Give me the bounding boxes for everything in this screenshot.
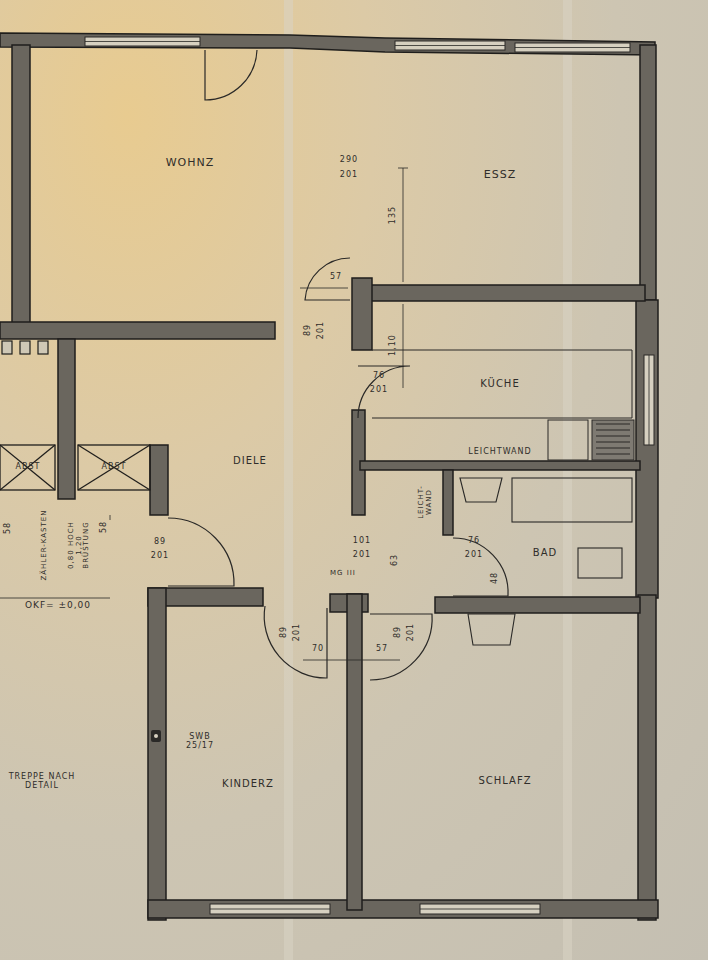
- dimension: 290: [340, 156, 358, 165]
- dimension: 57: [330, 273, 342, 282]
- room-name: BAD: [533, 547, 557, 558]
- dimension: 89: [394, 626, 403, 638]
- dimension: 101: [353, 537, 371, 546]
- dimension: 201: [407, 623, 416, 641]
- note: ZÄHLER-KASTEN: [41, 510, 49, 581]
- dimension: 58: [4, 522, 13, 534]
- dimension: 201: [293, 623, 302, 641]
- dimension: 48: [491, 572, 500, 584]
- room-name: ESSZ: [484, 169, 516, 181]
- wall-note: LEICHTWAND: [468, 448, 531, 457]
- room-name: WOHNZ: [166, 157, 215, 169]
- shaft-label: ABST: [102, 463, 127, 472]
- dimension: 58: [100, 521, 109, 533]
- dimension: 89: [154, 538, 166, 547]
- dimension: 1,10: [389, 334, 398, 356]
- dimension: 201: [370, 386, 388, 395]
- level-note: OKF= ±0,00: [25, 601, 91, 611]
- dimension: 201: [317, 321, 326, 339]
- dimension: 63: [391, 554, 400, 566]
- dimension: 201: [151, 552, 169, 561]
- note: TREPPE NACH DETAIL: [5, 773, 79, 791]
- note: SWB 25/17: [180, 733, 220, 751]
- dimension: 201: [353, 551, 371, 560]
- room-name: SCHLAFZ: [478, 775, 531, 786]
- dimension: 76: [373, 372, 385, 381]
- dimension: 70: [312, 645, 324, 654]
- dimension: 135: [389, 206, 398, 224]
- note: MG III: [330, 570, 356, 578]
- wall-note: LEICHT- WAND: [418, 482, 433, 522]
- shaft-label: ABST: [16, 463, 41, 472]
- dimension: 201: [340, 171, 358, 180]
- dimension: 201: [465, 551, 483, 560]
- dimension: 89: [304, 324, 313, 336]
- note: 0,80 HOCH 1,20 BRÜSTUNG: [68, 514, 91, 576]
- room-name: KÜCHE: [480, 378, 519, 389]
- dimension: 57: [376, 645, 388, 654]
- dimension: 76: [468, 537, 480, 546]
- room-name: DIELE: [233, 455, 267, 466]
- room-name: KINDERZ: [222, 778, 274, 789]
- dimension: 89: [280, 626, 289, 638]
